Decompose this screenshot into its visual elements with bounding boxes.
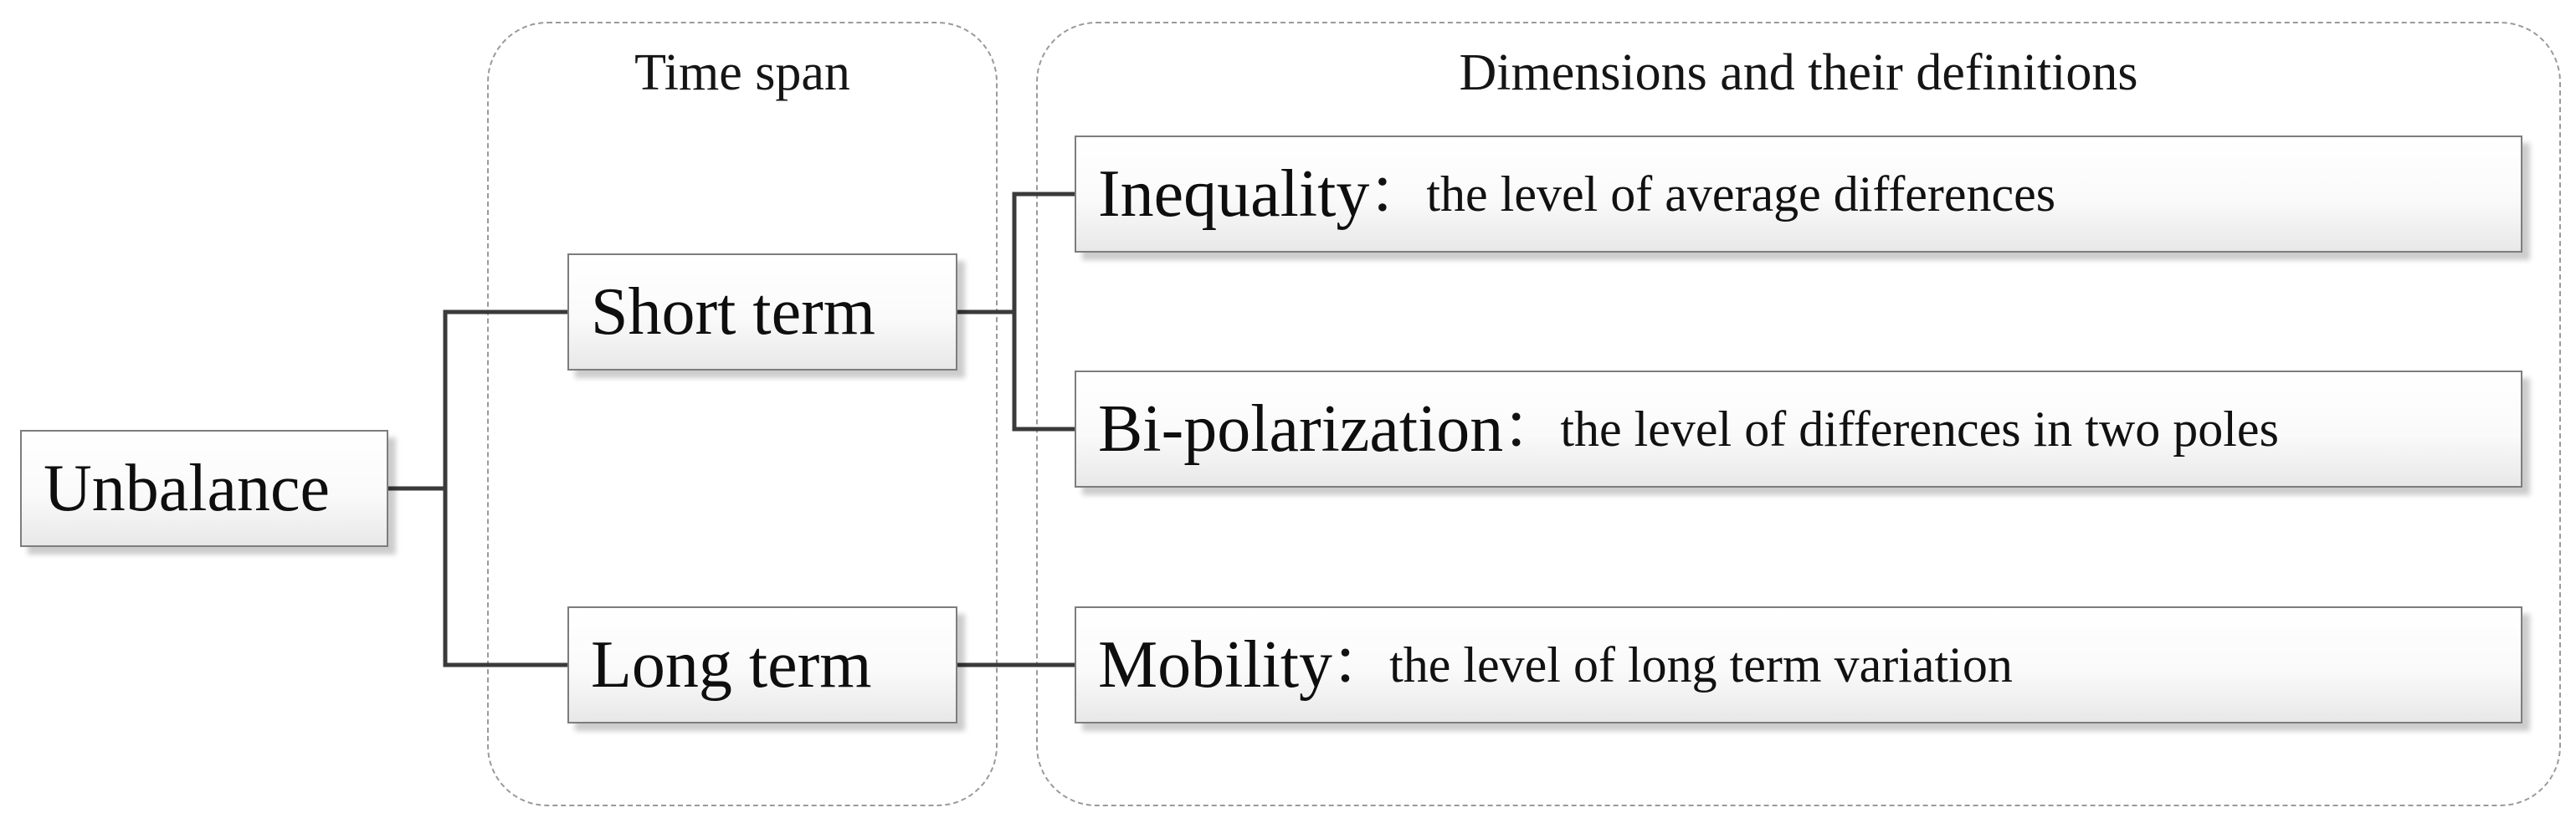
inequality-box: Inequality ： the level of average differ… bbox=[1075, 135, 2522, 253]
time-span-heading: Time span bbox=[634, 44, 850, 101]
inequality-separator: ： bbox=[1369, 166, 1422, 222]
long-term-box: Long term bbox=[567, 606, 957, 723]
mobility-term: Mobility bbox=[1098, 628, 1333, 702]
inequality-term: Inequality bbox=[1098, 157, 1370, 231]
bipolarization-box: Bi-polarization ： the level of differenc… bbox=[1075, 371, 2522, 488]
bipolarization-term: Bi-polarization bbox=[1098, 392, 1504, 466]
unbalance-box: Unbalance bbox=[20, 430, 388, 547]
connector-root-to-short bbox=[387, 309, 567, 491]
short-term-box: Short term bbox=[567, 253, 957, 371]
connector-root-to-long bbox=[443, 488, 567, 667]
dimensions-heading: Dimensions and their definitions bbox=[1459, 44, 2138, 101]
mobility-separator: ： bbox=[1332, 637, 1385, 693]
short-term-label: Short term bbox=[591, 275, 875, 349]
mobility-box: Mobility ： the level of long term variat… bbox=[1075, 606, 2522, 723]
inequality-definition: the level of average differences bbox=[1426, 166, 2056, 222]
connector-short-to-inequality bbox=[956, 192, 1075, 314]
dimensions-group bbox=[1036, 22, 2561, 806]
bipolarization-definition: the level of differences in two poles bbox=[1560, 401, 2279, 457]
mobility-definition: the level of long term variation bbox=[1389, 637, 2013, 693]
long-term-label: Long term bbox=[591, 628, 872, 702]
bipolarization-separator: ： bbox=[1503, 401, 1556, 458]
unbalance-label: Unbalance bbox=[44, 452, 331, 525]
time-span-group bbox=[487, 22, 998, 806]
connector-short-to-bipolarization bbox=[1012, 312, 1075, 432]
